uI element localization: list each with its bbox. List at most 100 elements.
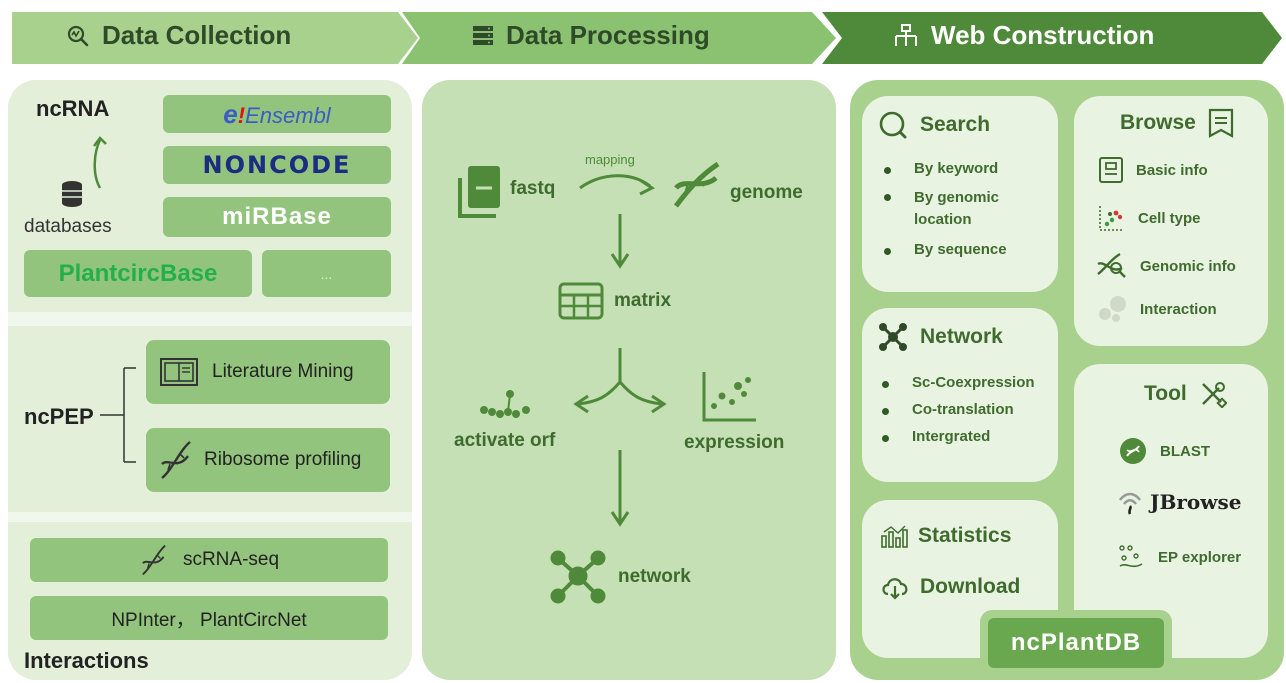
processing-diagram — [458, 161, 756, 604]
tool-title: Tool — [1144, 382, 1187, 405]
tool-jbrowse[interactable]: JBrowse — [1116, 488, 1241, 516]
search-icon — [879, 111, 907, 139]
header-processing-label: Data Processing — [506, 20, 710, 50]
book-icon — [160, 358, 198, 386]
intergrated-item: Intergrated — [876, 428, 1056, 445]
basic-info-label: Basic info — [1136, 161, 1208, 179]
header-collection-label: Data Collection — [102, 20, 292, 50]
browse-genomic-info: Genomic info — [1096, 252, 1236, 280]
orf-icon — [480, 390, 530, 418]
jbrowse-icon — [1118, 492, 1142, 515]
network-list: Sc-Coexpression Co-translation Intergrat… — [876, 374, 1056, 445]
network-header: Network — [878, 322, 1003, 352]
cloud-download-icon — [882, 578, 908, 600]
co-translation-item: Co-translation — [876, 401, 1056, 418]
network-icon — [879, 323, 907, 351]
noncode-logo: NONCODE — [202, 151, 352, 179]
ribosome-profiling-item: Ribosome profiling — [146, 428, 390, 492]
mirbase-logo: miRBase — [222, 203, 332, 230]
statistics-link[interactable]: Statistics — [880, 524, 1011, 548]
genomic-info-label: Genomic info — [1140, 257, 1236, 275]
genome-label: genome — [730, 182, 803, 203]
search-by-genomic-location: By genomic location — [878, 187, 1054, 231]
curved-arrow-icon — [93, 136, 107, 189]
ncpep-title: ncPEP — [24, 404, 94, 429]
server-icon — [473, 25, 493, 45]
web-arrow — [822, 12, 1282, 64]
blast-icon — [1120, 438, 1146, 464]
literature-mining-item: Literature Mining — [146, 340, 390, 404]
sitemap-icon — [895, 23, 917, 46]
expression-label: expression — [684, 432, 785, 453]
table-icon — [558, 282, 604, 320]
npinter-label: NPInter， PlantCircNet — [111, 609, 307, 631]
browse-card — [1074, 96, 1268, 346]
more-sources-label: ... — [320, 265, 333, 282]
tool-blast[interactable]: BLAST — [1118, 436, 1210, 466]
jbrowse-label: JBrowse — [1150, 490, 1242, 514]
browse-basic-info: Basic info — [1098, 156, 1208, 184]
ensembl-source: e!Ensembl — [163, 95, 391, 133]
plantcircbase-source: PlantcircBase — [24, 250, 252, 297]
mapping-label: mapping — [585, 152, 635, 167]
cell-type-label: Cell type — [1138, 209, 1201, 227]
blast-label: BLAST — [1160, 442, 1210, 460]
network-title: Network — [920, 325, 1003, 348]
header-web-construction: Web Construction — [893, 20, 1154, 51]
interaction-bubbles-icon — [1099, 296, 1126, 322]
search-list: By keyword By genomic location By sequen… — [878, 160, 1054, 258]
plantcircbase-logo: PlantcircBase — [58, 259, 218, 287]
databases-label: databases — [24, 216, 112, 237]
mirbase-source: miRBase — [163, 197, 391, 237]
sc-coexpression-item: Sc-Coexpression — [876, 374, 1056, 391]
search-header: Search — [878, 110, 990, 140]
tool-ep-explorer[interactable]: EP explorer — [1116, 544, 1241, 570]
header-data-collection: Data Collection — [66, 20, 291, 51]
header-arrows — [12, 12, 1282, 64]
bookmark-icon — [1208, 108, 1233, 138]
network-label: network — [618, 566, 691, 587]
cell-scatter-icon — [1099, 206, 1124, 231]
mapping-arrow — [579, 174, 651, 190]
search-by-keyword: By keyword — [878, 160, 1054, 177]
fastq-label: fastq — [510, 178, 556, 199]
npinter-item: NPInter， PlantCircNet — [30, 596, 388, 640]
ribosome-profiling-label: Ribosome profiling — [204, 449, 362, 470]
document-icon — [1099, 157, 1123, 183]
header-web-label: Web Construction — [931, 20, 1155, 50]
download-label: Download — [920, 575, 1021, 598]
genomic-magnifier-icon — [1097, 252, 1126, 278]
bar-chart-icon — [881, 525, 908, 548]
ensembl-logo: e!Ensembl — [223, 98, 331, 129]
brand-label: ncPlantDB — [1010, 629, 1142, 656]
scatter-plot-icon — [702, 372, 756, 422]
more-sources: ... — [262, 250, 391, 297]
tool-card — [1074, 364, 1268, 658]
browse-interaction: Interaction — [1096, 294, 1217, 324]
network-icon — [550, 550, 606, 604]
tool-header: Tool — [1144, 380, 1227, 408]
search-title: Search — [920, 113, 991, 136]
noncode-source: NONCODE — [163, 146, 391, 184]
wrench-screwdriver-icon — [1201, 382, 1227, 408]
download-link[interactable]: Download — [880, 574, 1020, 600]
browse-header: Browse — [1120, 108, 1234, 138]
collection-arrow — [12, 12, 418, 64]
search-card — [862, 96, 1058, 292]
dna-icon — [142, 544, 166, 576]
browse-title: Browse — [1120, 111, 1196, 134]
literature-mining-label: Literature Mining — [212, 361, 354, 382]
ep-explorer-icon — [1119, 545, 1143, 568]
matrix-label: matrix — [614, 290, 672, 311]
scrna-seq-item: scRNA-seq — [30, 538, 388, 582]
header-data-processing: Data Processing — [472, 20, 710, 51]
dna-icon — [161, 441, 191, 479]
brand-badge[interactable]: ncPlantDB — [988, 618, 1164, 668]
browse-cell-type: Cell type — [1098, 204, 1201, 232]
ncrna-title: ncRNA — [36, 96, 110, 121]
activate-orf-label: activate orf — [454, 430, 556, 451]
interaction-label: Interaction — [1140, 300, 1217, 318]
search-by-sequence: By sequence — [878, 241, 1054, 258]
file-icon — [458, 166, 500, 218]
search-chart-icon — [67, 25, 89, 46]
